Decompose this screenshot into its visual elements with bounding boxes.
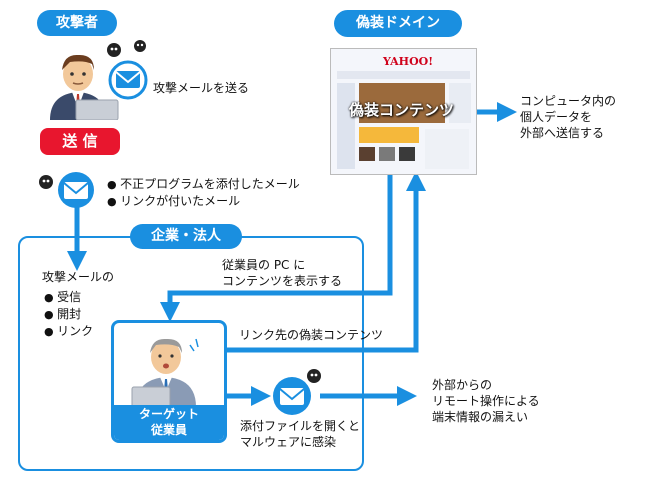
attack-mail-item: リンク — [44, 323, 93, 340]
malicious-mail-icon — [39, 172, 94, 208]
remote-leak-text: 外部からの リモート操作による 端末情報の漏えい — [432, 378, 540, 424]
malware-mail-icon — [273, 369, 321, 415]
fake-website-screenshot: YAHOO! 偽装コンテンツ — [330, 48, 477, 175]
display-content-text: 従業員の PC に コンテンツを表示する — [222, 258, 343, 288]
malware-infection-text: 添付ファイルを開くと マルウェアに感染 — [240, 419, 361, 449]
link-content-text: リンク先の偽装コンテンツ — [239, 328, 384, 342]
exfiltration-text: コンピュータ内の 個人データを 外部へ送信する — [520, 94, 617, 140]
attack-mail-item: 開封 — [44, 306, 93, 323]
send-attack-mail-text: 攻撃メールを送る — [153, 81, 250, 95]
arrow-display-content — [160, 173, 393, 322]
attachment-list: 不正プログラムを添付したメール リンクが付いたメール — [107, 176, 300, 210]
target-employee-box: ターゲット 従業員 — [111, 320, 227, 443]
attack-mail-list: 受信 開封 リンク — [44, 289, 93, 340]
attacker-label: 攻撃者 — [37, 10, 117, 36]
send-button[interactable]: 送 信 — [40, 128, 120, 155]
target-employee-label: ターゲット 従業員 — [114, 405, 224, 440]
attack-mail-heading: 攻撃メールの — [42, 270, 115, 284]
attacker-figure — [50, 54, 119, 120]
attachment-item: 不正プログラムを添付したメール — [107, 176, 300, 193]
target-employee-figure — [131, 338, 199, 407]
fake-site-logo: YAHOO! — [383, 55, 434, 68]
attacker-mail-icon — [107, 40, 148, 100]
company-label: 企業・法人 — [130, 224, 242, 249]
fake-domain-label: 偽装ドメイン — [334, 10, 462, 37]
attack-mail-item: 受信 — [44, 289, 93, 306]
fake-content-label: 偽装コンテンツ — [349, 101, 455, 119]
arrow-link-content — [222, 171, 426, 353]
attachment-item: リンクが付いたメール — [107, 193, 300, 210]
